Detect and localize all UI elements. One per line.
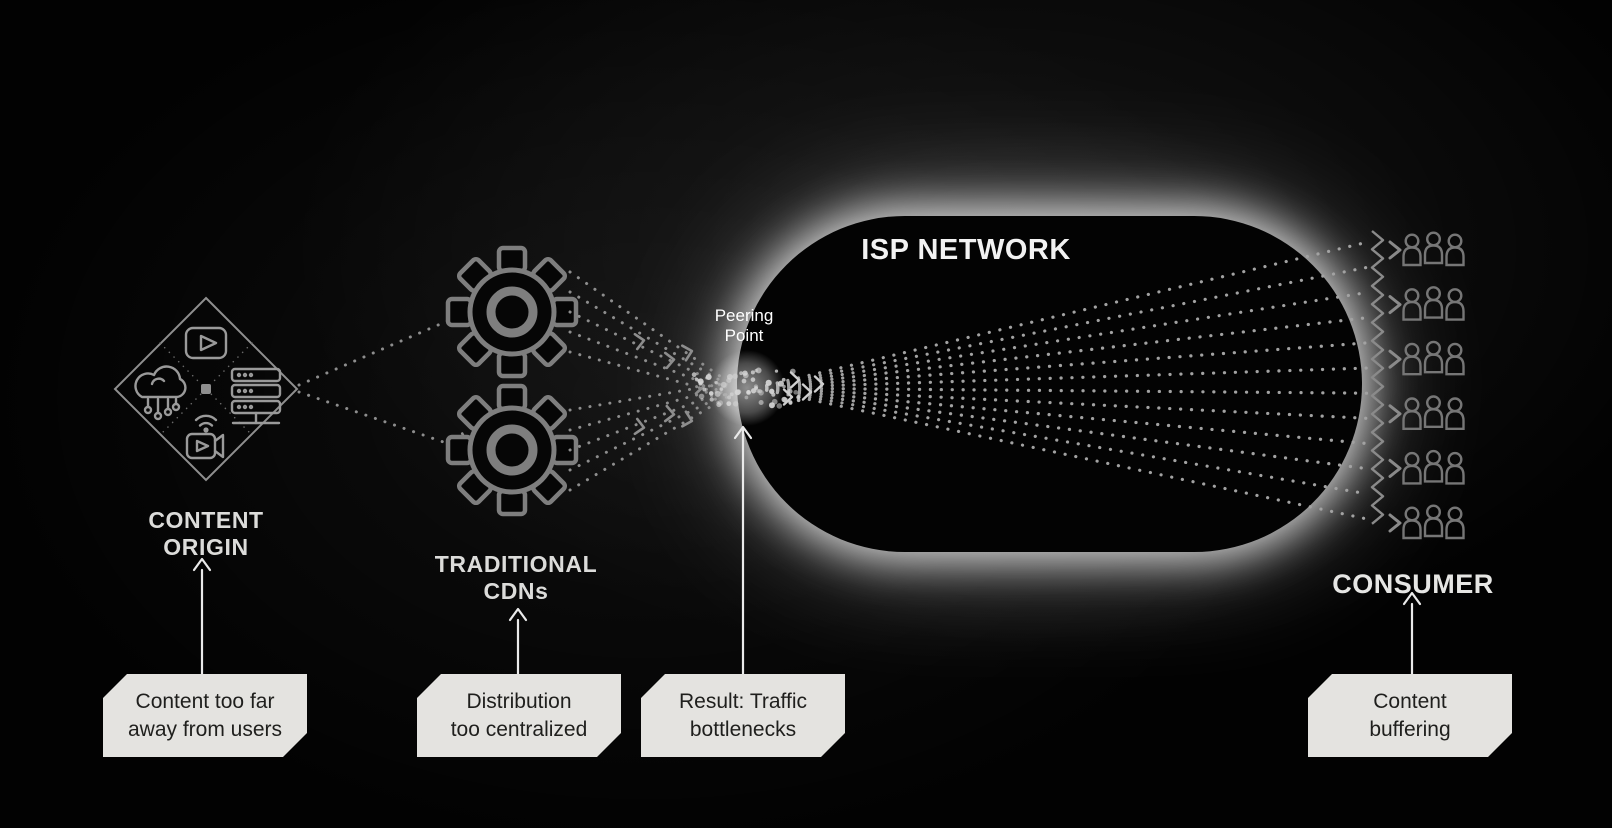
people-group-icon (1404, 506, 1464, 538)
video-camera-icon (185, 414, 225, 460)
consumer-groups (1404, 233, 1464, 538)
bottleneck-dots (691, 367, 801, 409)
peering-point-glow (691, 350, 825, 426)
consumer-flow-arrows (1370, 230, 1402, 533)
people-group-icon (1404, 287, 1464, 319)
people-group-icon (1404, 342, 1464, 374)
gear-icon (448, 386, 576, 514)
people-group-icon (1404, 397, 1464, 429)
origin-to-cdn-lines (297, 306, 471, 452)
diamond-center-dot (201, 384, 211, 394)
callout-arrows (192, 425, 1422, 677)
cdn-gears (448, 248, 576, 514)
people-group-icon (1404, 233, 1464, 265)
arrow-to-peering-point (733, 425, 753, 677)
gear-icon (448, 248, 576, 376)
arrow-to-traditional-cdns (508, 607, 528, 677)
people-group-icon (1404, 451, 1464, 483)
isp-network-pill (737, 216, 1362, 552)
cloud-network-icon (134, 365, 187, 421)
arrow-to-content-origin (192, 557, 212, 677)
content-origin-diamond (113, 296, 299, 482)
video-play-icon (184, 326, 228, 360)
isp-fan-lines (754, 240, 1370, 521)
server-stack-icon (230, 367, 282, 425)
arrow-to-consumer (1402, 591, 1422, 677)
